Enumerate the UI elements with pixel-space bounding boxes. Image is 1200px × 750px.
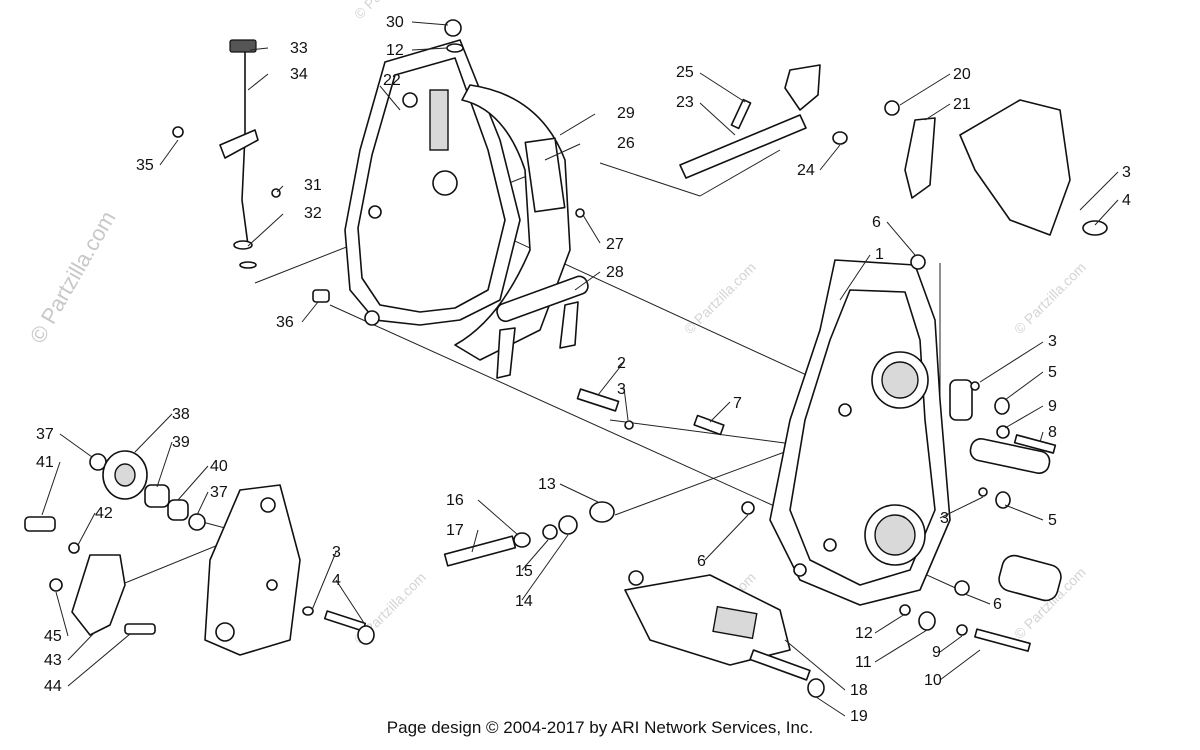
callout-label: 1 xyxy=(875,246,884,263)
callout-label: 28 xyxy=(606,264,624,281)
callout-label: 44 xyxy=(44,678,62,695)
callout-label: 31 xyxy=(304,177,322,194)
callout-label: 15 xyxy=(515,563,533,580)
callout-label: 16 xyxy=(446,492,464,509)
small-hardware-top xyxy=(172,19,585,303)
callout-label: 9 xyxy=(1048,398,1057,415)
callout-label: 26 xyxy=(617,135,635,152)
callout-label: 4 xyxy=(1122,192,1131,209)
callout-label: 8 xyxy=(1048,424,1057,441)
callout-label: 3 xyxy=(940,510,949,527)
vertical-watermark: © Partzilla.com xyxy=(25,207,121,348)
dipstick xyxy=(219,39,259,269)
lower-left-cover xyxy=(204,484,301,656)
long-bolt-lower-left xyxy=(302,606,375,645)
callout-label: 36 xyxy=(276,314,294,331)
callout-label: 40 xyxy=(210,458,228,475)
chaincase-housing xyxy=(769,254,973,606)
leader-lines xyxy=(41,21,1119,717)
callout-label: 12 xyxy=(386,42,404,59)
callout-label: 13 xyxy=(538,476,556,493)
callout-label: 35 xyxy=(136,157,154,174)
page-footer-credit: Page design © 2004-2017 by ARI Network S… xyxy=(386,718,814,737)
callout-label: 32 xyxy=(304,205,322,222)
callout-label: 9 xyxy=(932,644,941,661)
callout-label: 45 xyxy=(44,628,62,645)
tensioner-block xyxy=(624,570,825,698)
callout-label: 43 xyxy=(44,652,62,669)
callout-label: 37 xyxy=(210,484,228,501)
callout-label: 12 xyxy=(855,625,873,642)
callout-label: 30 xyxy=(386,14,404,31)
upper-right-bracket xyxy=(884,99,1108,236)
callout-label: 6 xyxy=(697,553,706,570)
callout-label: 11 xyxy=(855,654,872,671)
callout-label: 4 xyxy=(332,572,341,589)
callout-label: 3 xyxy=(617,381,626,398)
callout-label: 6 xyxy=(872,214,881,231)
callout-label: 3 xyxy=(1048,333,1057,350)
callout-label: 42 xyxy=(95,505,113,522)
callout-label: 17 xyxy=(446,522,464,539)
callout-label: 3 xyxy=(332,544,341,561)
spacer-bracket xyxy=(496,275,589,379)
callout-label: 6 xyxy=(993,596,1002,613)
callout-label: 22 xyxy=(383,72,401,89)
repeat-watermark: © Partzilla.com xyxy=(1011,259,1089,337)
callout-labels: 30 12 22 33 34 35 31 32 29 26 27 28 25 2… xyxy=(36,14,1131,725)
callout-label: 21 xyxy=(953,96,971,113)
callout-label: 7 xyxy=(733,395,742,412)
output-shafts xyxy=(969,437,1062,602)
chaincase-cover xyxy=(344,39,521,326)
fastener-group-lower-right xyxy=(741,501,1031,652)
callout-label: 27 xyxy=(606,236,624,253)
callout-label: 37 xyxy=(36,426,54,443)
callout-label: 5 xyxy=(1048,364,1057,381)
callout-label: 29 xyxy=(617,105,635,122)
callout-label: 23 xyxy=(676,94,694,111)
callout-label: 3 xyxy=(1122,164,1131,181)
callout-label: 5 xyxy=(1048,512,1057,529)
idler-assembly xyxy=(24,450,206,554)
callout-label: 18 xyxy=(850,682,868,699)
callout-label: 41 xyxy=(36,454,54,471)
callout-label: 24 xyxy=(797,162,815,179)
fastener-group-right xyxy=(970,381,1057,509)
callout-label: 14 xyxy=(515,593,533,610)
callout-label: 34 xyxy=(290,66,308,83)
callout-label: 19 xyxy=(850,708,868,725)
fastener-group-middle xyxy=(443,388,725,567)
callout-label: 25 xyxy=(676,64,694,81)
callout-label: 33 xyxy=(290,40,308,57)
callout-label: 20 xyxy=(953,66,971,83)
shift-shaft xyxy=(679,64,848,179)
idler-bracket xyxy=(49,554,156,636)
callout-label: 38 xyxy=(172,406,190,423)
callout-label: 10 xyxy=(924,672,942,689)
repeat-watermark: © Partzilla.com xyxy=(681,259,759,337)
callout-label: 39 xyxy=(172,434,190,451)
callout-label: 2 xyxy=(617,355,626,372)
